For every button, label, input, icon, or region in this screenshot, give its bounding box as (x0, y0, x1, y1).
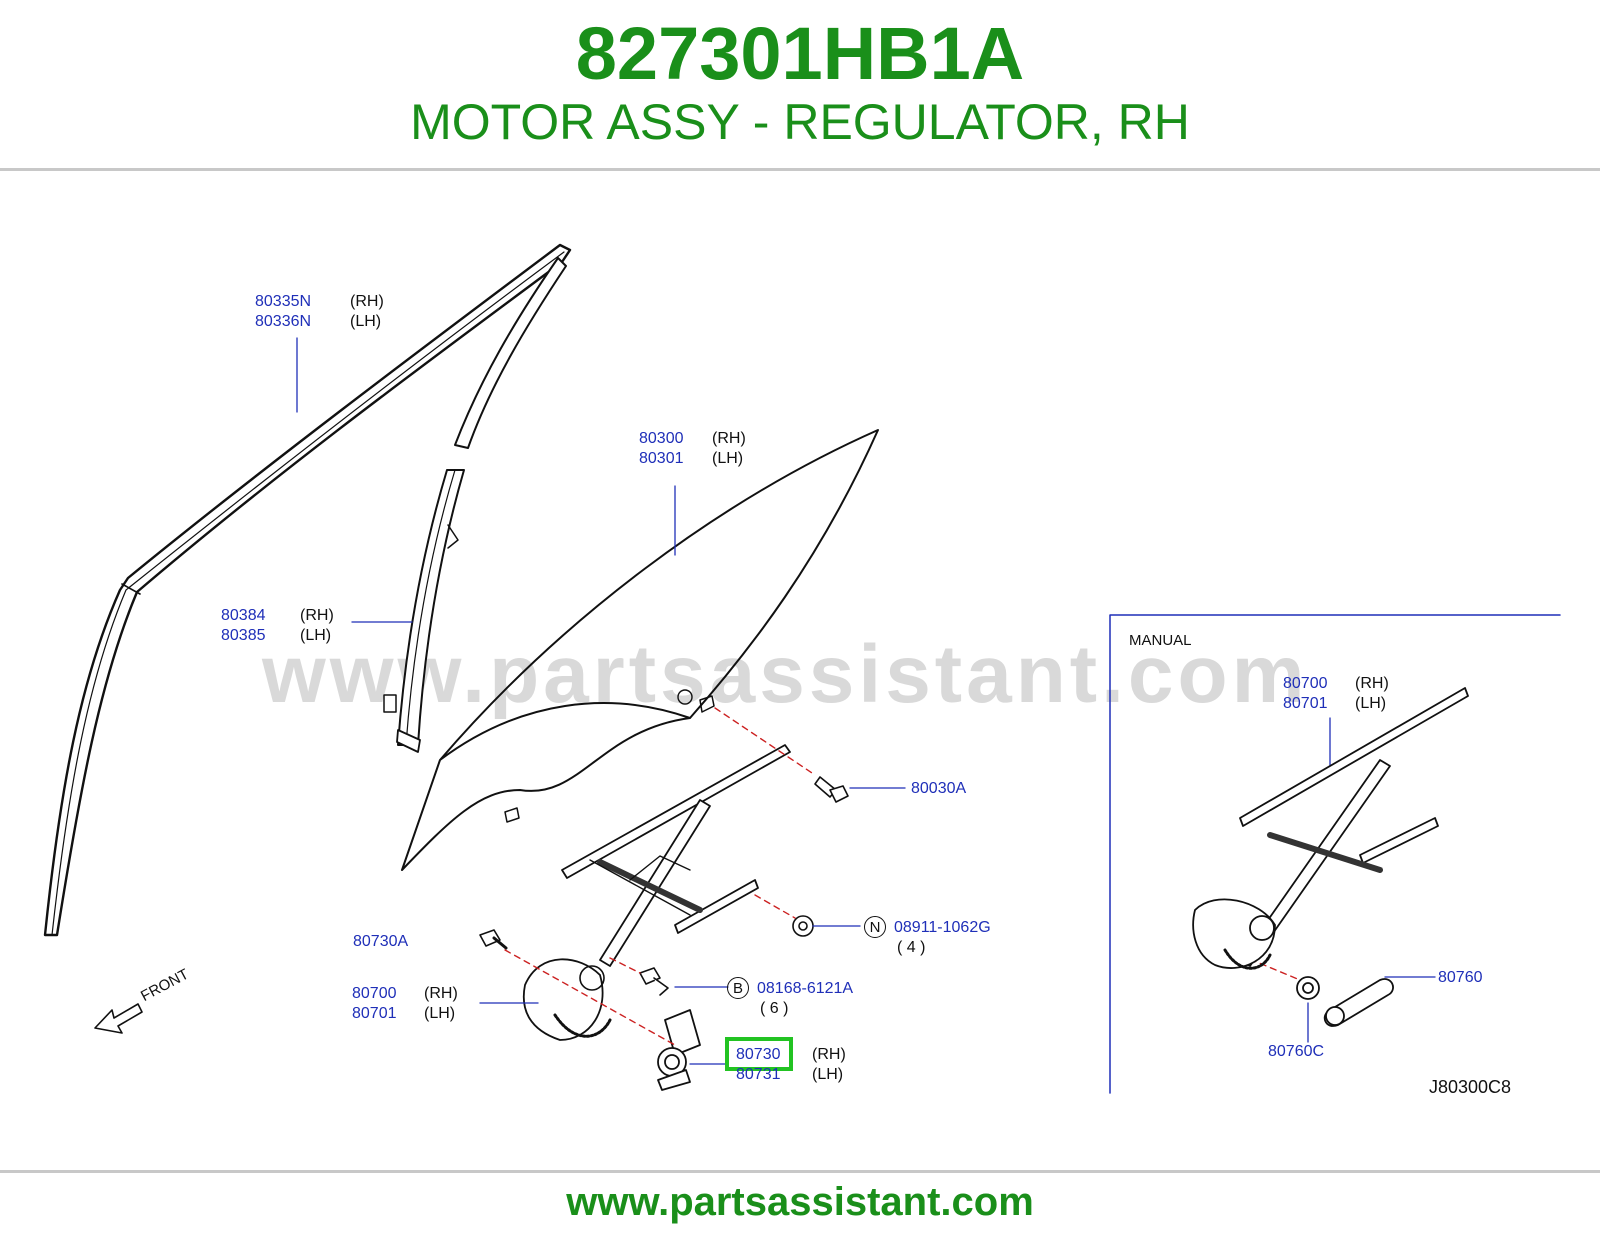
diagram-code: J80300C8 (1429, 1077, 1512, 1097)
callout-80700[interactable]: 80700 (352, 985, 397, 1002)
power-regulator (561, 744, 791, 879)
callout-manual-80700[interactable]: 80700 (1283, 675, 1328, 692)
page-header: 827301HB1A MOTOR ASSY - REGULATOR, RH (0, 0, 1600, 170)
manual-panel-title: MANUAL (1129, 632, 1192, 649)
callout-08168-6121a[interactable]: 08168-6121A (757, 980, 854, 997)
side-rh: (RH) (812, 1046, 846, 1063)
side-lh: (LH) (424, 1005, 456, 1022)
side-rh: (RH) (424, 985, 458, 1002)
side-rh: (RH) (712, 430, 746, 447)
callout-80336n[interactable]: 80336N (255, 313, 312, 330)
highlight-box (725, 1037, 793, 1071)
side-lh: (LH) (350, 313, 382, 330)
side-lh: (LH) (300, 627, 332, 644)
side-rh: (RH) (1355, 675, 1389, 692)
part-number-title: 827301HB1A (575, 12, 1025, 95)
callout-80384[interactable]: 80384 (221, 607, 266, 624)
callout-80730-highlighted[interactable]: 80730 (736, 1046, 781, 1063)
callout-80030a[interactable]: 80030A (911, 780, 967, 797)
side-lh: (LH) (812, 1066, 844, 1083)
side-lh: (LH) (712, 450, 744, 467)
callout-80301[interactable]: 80301 (639, 450, 684, 467)
header-divider (0, 168, 1600, 171)
footer-url[interactable]: www.partsassistant.com (566, 1180, 1034, 1224)
callout-80760[interactable]: 80760 (1438, 969, 1483, 986)
callout-80731[interactable]: 80731 (736, 1066, 781, 1083)
circle-n-marker: N (864, 916, 886, 938)
manual-regulator (1192, 687, 1469, 1027)
side-rh: (RH) (350, 293, 384, 310)
run-channel (397, 469, 465, 746)
qty-08911: ( 4 ) (897, 939, 926, 956)
door-glass (401, 429, 879, 871)
side-lh: (LH) (1355, 695, 1387, 712)
circle-b-marker: B (727, 977, 749, 999)
front-arrow (94, 1003, 143, 1034)
regulator-motor (657, 1009, 701, 1091)
footer-divider (0, 1170, 1600, 1173)
callout-80385[interactable]: 80385 (221, 627, 266, 644)
callout-80300[interactable]: 80300 (639, 430, 684, 447)
watermark: www.partsassistant.com (262, 629, 1309, 720)
callout-manual-80701[interactable]: 80701 (1283, 695, 1328, 712)
bolt-80730a (479, 929, 501, 947)
manual-panel-frame (1109, 614, 1561, 1094)
callout-80701[interactable]: 80701 (352, 1005, 397, 1022)
side-rh: (RH) (300, 607, 334, 624)
callout-08911-1062g[interactable]: 08911-1062G (894, 919, 991, 936)
qty-08168: ( 6 ) (760, 1000, 789, 1017)
callout-80335n[interactable]: 80335N (255, 293, 312, 310)
sash-moulding (43, 243, 572, 937)
callout-80730a[interactable]: 80730A (353, 933, 409, 950)
sash-channel-strip (454, 257, 567, 449)
part-description: MOTOR ASSY - REGULATOR, RH (410, 94, 1190, 150)
callout-80760c[interactable]: 80760C (1268, 1043, 1325, 1060)
